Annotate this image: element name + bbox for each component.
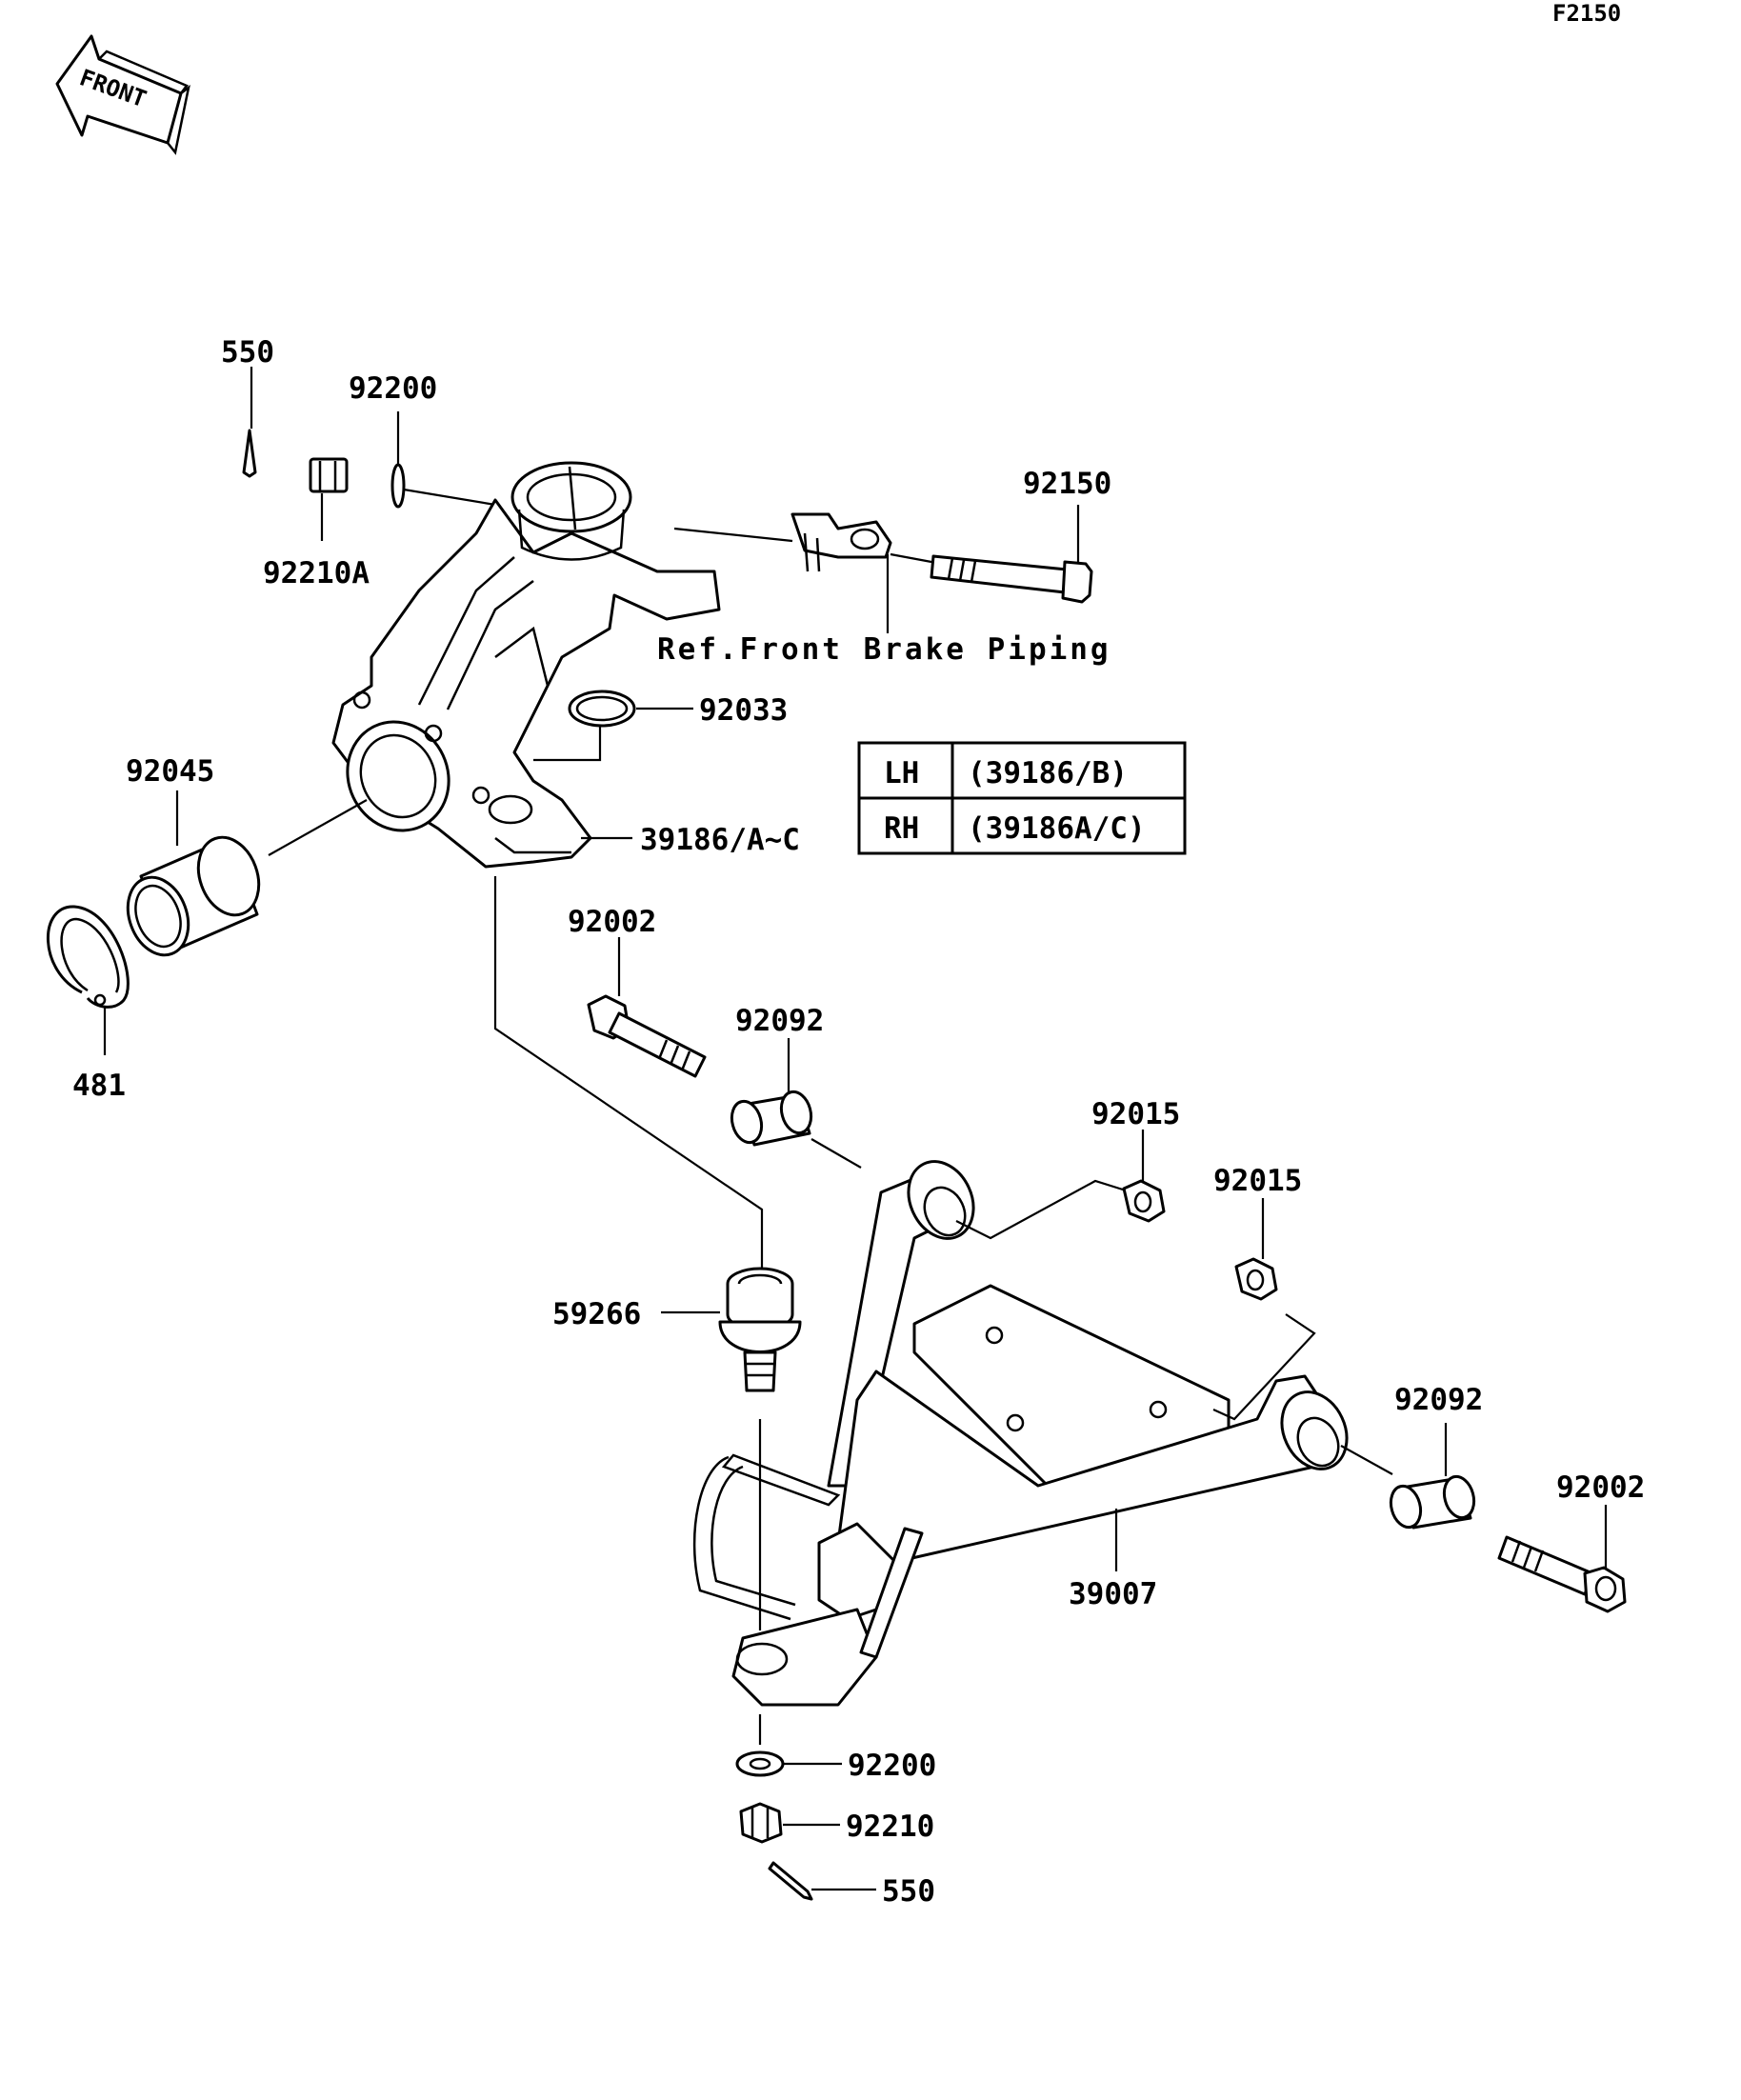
callout-ball-joint: 59266 (552, 1297, 641, 1331)
table-row-lh-parts: (39186/B) (968, 756, 1128, 790)
callout-nut-left: 92015 (1091, 1097, 1180, 1131)
castle-nut-top (309, 457, 349, 541)
pivot-bolt-left (587, 937, 707, 1078)
leader-nut-left (955, 1179, 1127, 1240)
nut-left (1122, 1130, 1166, 1223)
callout-bearing: 92045 (126, 754, 214, 789)
callout-castle-nut-bottom: 92210 (846, 1810, 934, 1844)
diagram-code: F2150 (1552, 0, 1621, 27)
nut-right (1234, 1198, 1278, 1301)
front-direction-arrow-icon: FRONT (55, 34, 190, 155)
callout-pivot-bolt-right: 92002 (1556, 1470, 1645, 1505)
table-row-lh-side: LH (884, 756, 919, 790)
reference-note: Ref.Front Brake Piping (657, 632, 1111, 667)
callout-washer-top: 92200 (349, 371, 437, 406)
castle-nut-bottom (739, 1802, 840, 1844)
cotter-pin-top (242, 367, 257, 478)
callout-circlip-upper: 92033 (699, 693, 788, 728)
retaining-ring (46, 905, 130, 1055)
circlip-upper (533, 690, 693, 762)
leader-nut-right (1212, 1313, 1316, 1421)
table-row-rh-side: RH (884, 811, 919, 846)
wheel-bearing (126, 790, 261, 957)
a-arm (692, 1160, 1349, 1707)
leader-knuckle-balljoint (493, 876, 764, 1276)
callout-knuckle: 39186/A~C (640, 823, 800, 857)
callout-cotter-pin-bottom: 550 (882, 1874, 935, 1909)
callout-castle-nut-top: 92210A (263, 556, 370, 590)
ball-joint (661, 1267, 802, 1630)
callout-a-arm: 39007 (1069, 1577, 1157, 1611)
callout-cotter-pin-top: 550 (221, 335, 274, 370)
bushing-right (1340, 1423, 1476, 1530)
steering-knuckle (268, 461, 721, 869)
callout-nut-right: 92015 (1213, 1164, 1302, 1198)
pivot-bolt-right (1497, 1505, 1627, 1613)
cotter-pin-bottom (768, 1861, 876, 1901)
callout-bracket-bolt: 92150 (1023, 467, 1111, 501)
washer-bottom (735, 1714, 842, 1777)
side-table: LH (39186/B) RH (39186A/C) (857, 741, 1187, 855)
callout-washer-bottom: 92200 (848, 1749, 936, 1783)
table-row-rh-parts: (39186A/C) (968, 811, 1146, 846)
callout-bushing-right: 92092 (1394, 1383, 1483, 1417)
callout-bushing-left: 92092 (735, 1004, 824, 1038)
bracket-bolt (930, 505, 1093, 604)
bushing-left (730, 1038, 862, 1169)
brake-piping-bracket (673, 512, 932, 633)
callout-retaining-ring: 481 (72, 1069, 126, 1103)
callout-pivot-bolt-left: 92002 (568, 905, 656, 939)
washer-top (390, 411, 496, 509)
